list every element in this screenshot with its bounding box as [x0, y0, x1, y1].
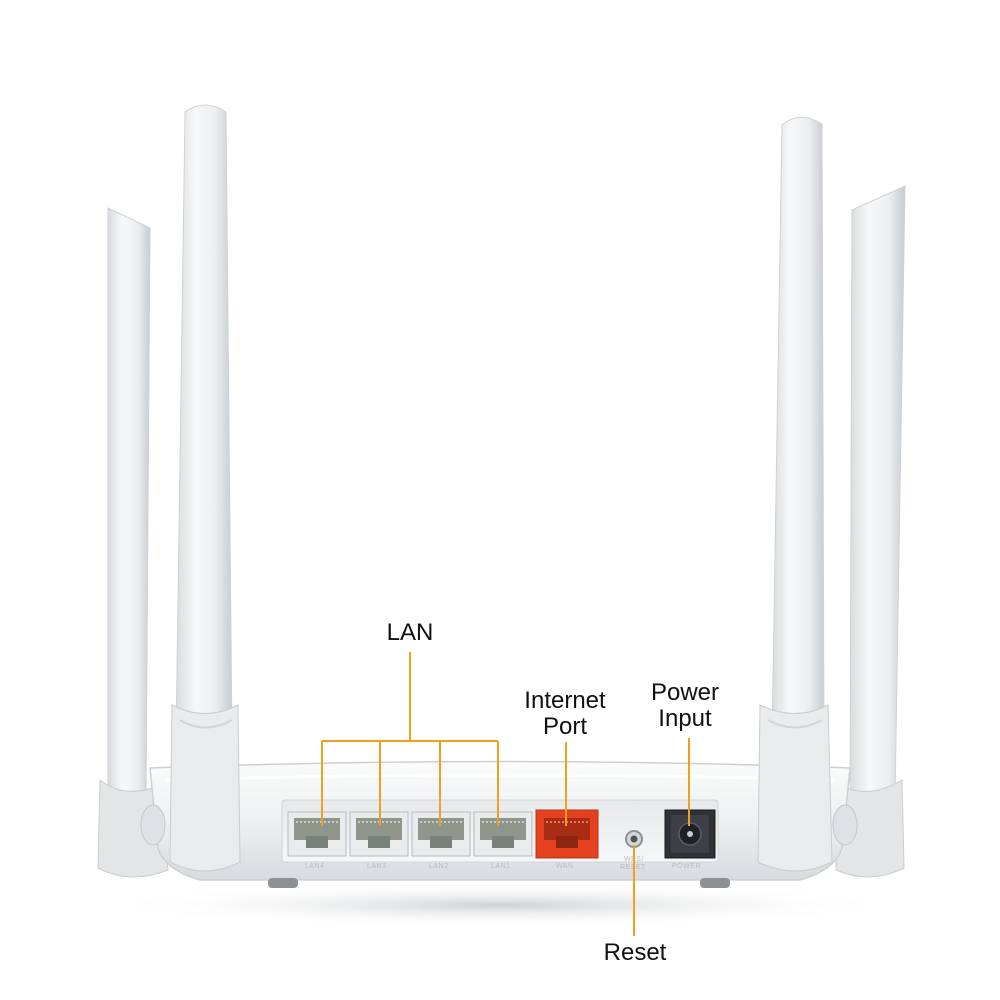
lan-callout-label: LAN — [370, 620, 450, 646]
port-label-wan: WAN — [556, 863, 574, 870]
port-label-lan1: LAN1 — [491, 863, 511, 870]
antenna-right-outer — [835, 185, 906, 878]
lan-port-4 — [287, 811, 347, 857]
port-label-power: POWER — [672, 863, 701, 870]
reset-callout-label: Reset — [580, 940, 690, 966]
port-label-lan2: LAN2 — [429, 863, 449, 870]
internet-port-callout-label: Internet Port — [505, 688, 625, 740]
antenna-left-inner — [140, 104, 241, 872]
antenna-left-outer — [97, 207, 169, 878]
power-label-line2: Input — [658, 705, 712, 732]
lan-label-text: LAN — [386, 619, 434, 646]
internet-label-line2: Port — [542, 713, 587, 740]
wan-port — [535, 809, 599, 859]
floor-shadow — [100, 883, 900, 927]
power-jack — [664, 809, 716, 859]
port-label-reset: RESET — [620, 864, 646, 871]
antenna-right-inner — [757, 116, 858, 872]
reset-label-text: Reset — [603, 939, 667, 966]
power-label-line1: Power — [650, 679, 720, 706]
internet-label-line1: Internet — [524, 687, 606, 714]
reset-button — [625, 830, 643, 848]
lan-port-1 — [473, 811, 533, 857]
port-label-lan3: LAN3 — [367, 863, 387, 870]
lan-port-2 — [411, 811, 471, 857]
port-label-lan4: LAN4 — [305, 863, 325, 870]
lan-callout-lines — [321, 652, 499, 826]
power-input-callout-label: Power Input — [630, 680, 740, 732]
